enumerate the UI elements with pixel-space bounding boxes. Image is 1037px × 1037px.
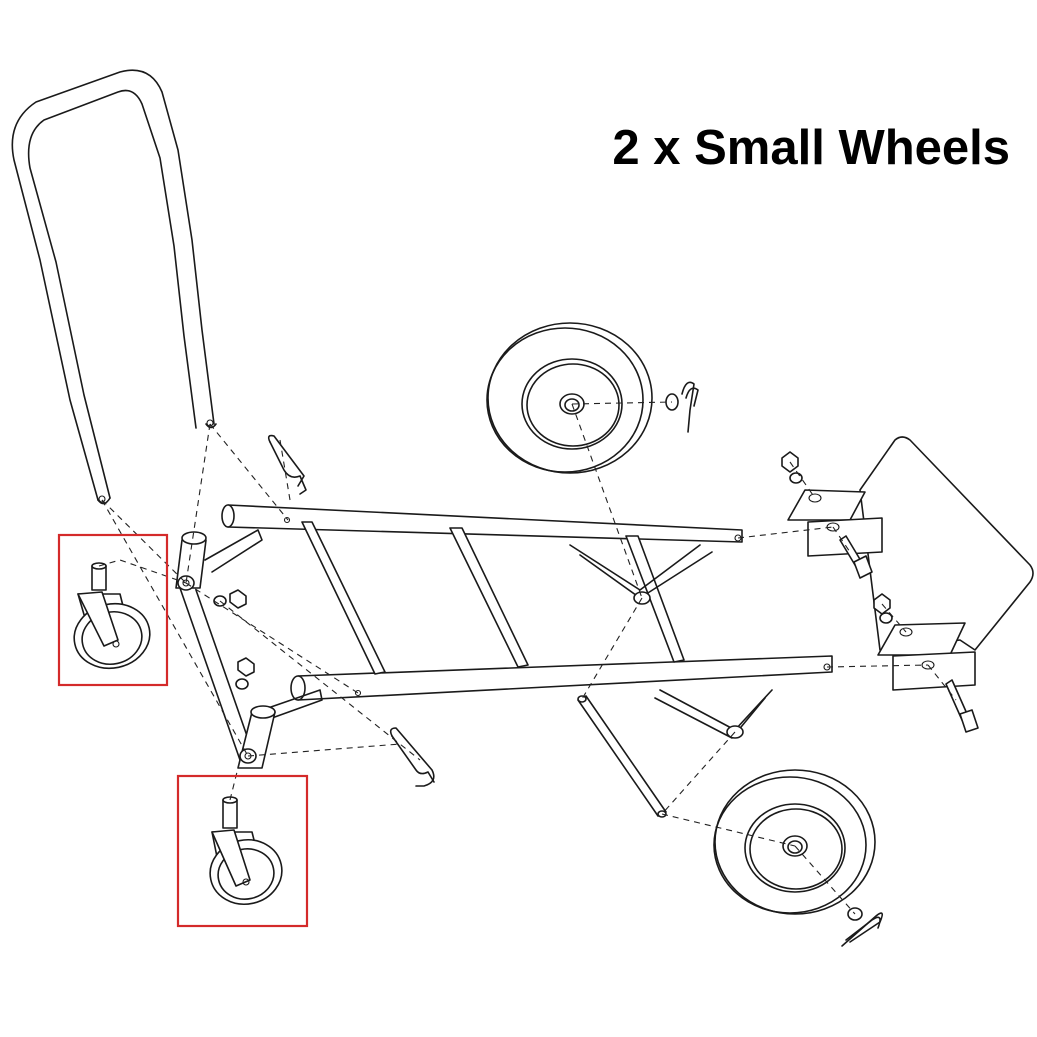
washer-and-cotter-lower (841, 907, 884, 947)
large-wheel-lower (713, 769, 876, 915)
diagram-title: 2 x Small Wheels (612, 121, 1010, 175)
nose-plate-fasteners (781, 451, 979, 733)
hitch-pin-lower (389, 727, 435, 787)
front-fasteners (213, 589, 255, 690)
large-wheel-upper (486, 322, 653, 474)
washer-and-cotter-upper (665, 381, 699, 433)
small-caster-wheel-bottom (209, 796, 283, 905)
hitch-pin-upper (267, 434, 307, 495)
small-caster-wheel-left (73, 562, 151, 670)
handle-tube (11, 69, 217, 505)
frame-rails (204, 504, 833, 739)
nose-plate (787, 436, 1034, 691)
axle-rod (577, 695, 667, 818)
highlight-box-left-caster (57, 533, 169, 687)
highlight-box-bottom-caster (176, 774, 309, 928)
assembly-guide-lines (98, 401, 957, 915)
front-legs (175, 531, 276, 769)
